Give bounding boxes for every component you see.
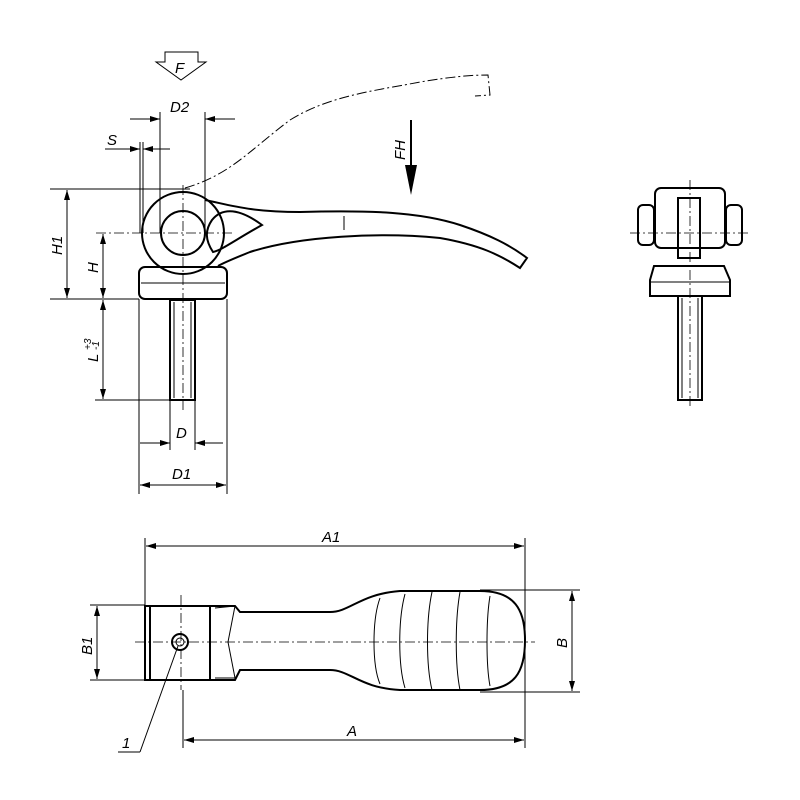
label-fh: FH — [392, 140, 409, 160]
label-d2: D2 — [170, 99, 190, 116]
label-b1: B1 — [79, 637, 96, 655]
label-l: L — [85, 354, 102, 362]
label-h: H — [85, 262, 102, 273]
label-l-tol-plus: +3 — [83, 338, 94, 350]
label-a1: A1 — [321, 529, 340, 546]
label-b: B — [554, 638, 571, 648]
label-f: F — [175, 60, 185, 77]
lever-open-phantom — [184, 74, 491, 189]
threaded-stud — [169, 299, 196, 401]
label-d1: D1 — [172, 466, 191, 483]
lever-handle — [204, 199, 529, 270]
label-d: D — [176, 425, 187, 442]
side-view-labels: F FH D2 S H1 H L +3 -1 D D1 — [49, 60, 409, 483]
top-view-labels: A1 A B1 B 1 — [79, 529, 571, 752]
label-l-tol-minus: -1 — [91, 341, 102, 350]
top-view — [90, 538, 580, 753]
label-s: S — [107, 132, 117, 149]
side-view — [50, 51, 529, 494]
force-arrow-f — [154, 51, 208, 81]
label-h1: H1 — [49, 236, 66, 255]
label-a: A — [346, 723, 357, 740]
front-view — [630, 180, 750, 408]
lever-top-outline — [144, 590, 527, 691]
label-item-1: 1 — [122, 735, 130, 752]
